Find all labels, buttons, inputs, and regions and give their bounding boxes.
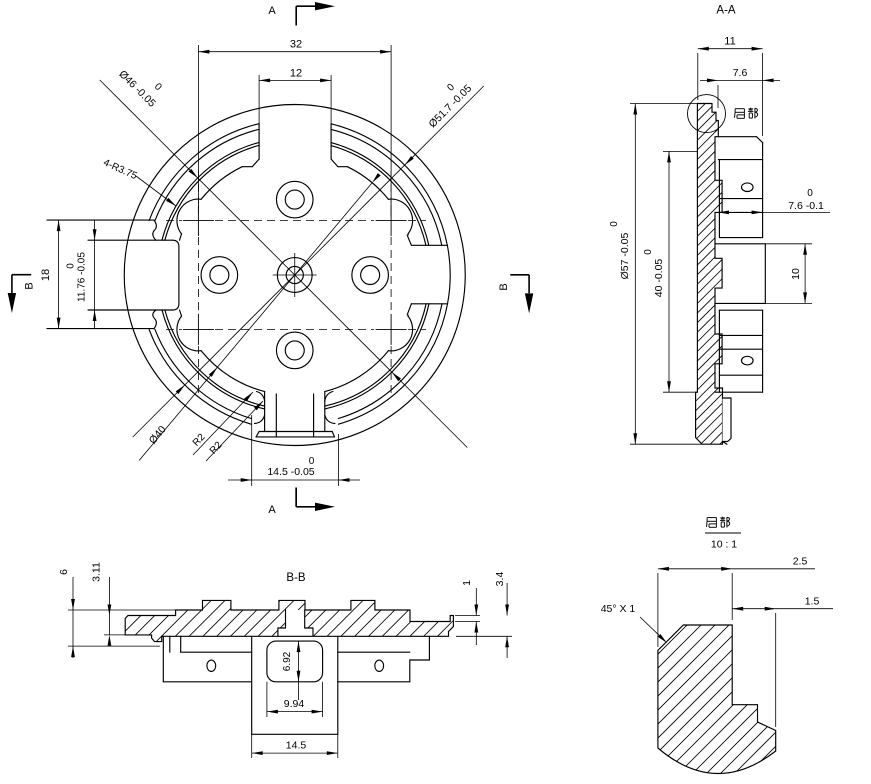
svg-text:0: 0 — [309, 456, 315, 467]
svg-text:10 : 1: 10 : 1 — [711, 539, 737, 551]
svg-text:18: 18 — [40, 269, 52, 281]
svg-text:B: B — [498, 283, 510, 290]
svg-text:12: 12 — [290, 68, 302, 80]
svg-text:A: A — [268, 504, 276, 516]
svg-text:B-B: B-B — [286, 572, 306, 584]
svg-text:0: 0 — [807, 188, 813, 199]
svg-text:14.5: 14.5 — [286, 740, 307, 752]
svg-text:3.11: 3.11 — [91, 562, 103, 582]
svg-text:40 -0.05: 40 -0.05 — [653, 259, 665, 298]
svg-text:7.6: 7.6 — [733, 67, 748, 79]
svg-text:11: 11 — [724, 36, 735, 48]
svg-text:6.92: 6.92 — [282, 651, 293, 671]
svg-text:7.6 -0.1: 7.6 -0.1 — [788, 200, 824, 212]
svg-text:A: A — [268, 5, 276, 17]
svg-text:10: 10 — [790, 268, 802, 280]
svg-text:0: 0 — [66, 263, 77, 269]
svg-text:0: 0 — [609, 221, 620, 227]
svg-text:A-A: A-A — [716, 5, 736, 17]
svg-text:32: 32 — [290, 39, 302, 51]
svg-text:14.5 -0.05: 14.5 -0.05 — [267, 466, 314, 478]
svg-text:2.5: 2.5 — [793, 556, 808, 568]
svg-text:11.76 -0.05: 11.76 -0.05 — [77, 252, 88, 302]
svg-text:0: 0 — [643, 249, 654, 255]
svg-text:Ø57 -0.05: Ø57 -0.05 — [619, 232, 631, 279]
svg-text:9.94: 9.94 — [284, 698, 305, 710]
svg-text:1.5: 1.5 — [805, 596, 820, 608]
svg-text:3.4: 3.4 — [494, 572, 506, 587]
svg-text:1: 1 — [461, 580, 473, 586]
svg-text:6: 6 — [58, 569, 70, 575]
svg-text:45° X 1: 45° X 1 — [601, 603, 636, 615]
svg-text:B: B — [24, 282, 36, 289]
